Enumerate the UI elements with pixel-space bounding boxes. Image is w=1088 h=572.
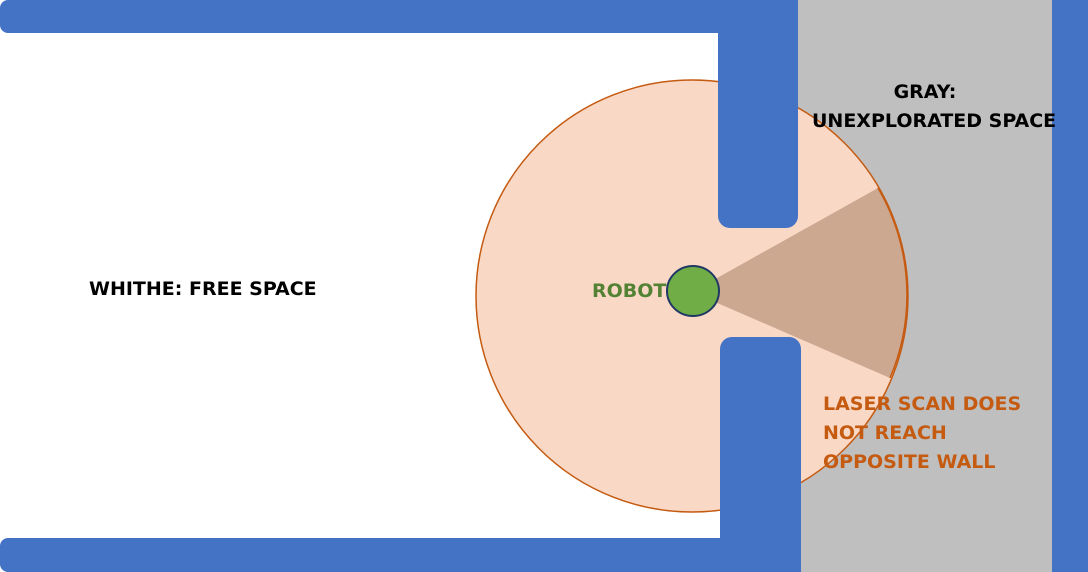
free-space-label: WHITHE: FREE SPACE — [89, 278, 317, 300]
laser-note-line-3: OPPOSITE WALL — [823, 451, 996, 473]
laser-beam-arc — [877, 187, 908, 379]
robot-label: ROBOT — [592, 280, 667, 302]
laser-note-line-2: NOT REACH — [823, 422, 947, 444]
upper-door-wall-top — [718, 0, 798, 40]
bottom-wall-square-end — [760, 538, 801, 572]
robot-marker — [666, 265, 720, 317]
bottom-wall — [0, 538, 801, 572]
unexplored-label-line-1: GRAY: — [893, 81, 957, 103]
right-wall — [1052, 0, 1088, 572]
upper-door-wall — [718, 0, 798, 228]
unexplored-space-label: GRAY: UNEXPLORATED SPACE — [812, 78, 1057, 136]
laser-scan-note: LASER SCAN DOES NOT REACH OPPOSITE WALL — [823, 390, 1021, 477]
laser-note-line-1: LASER SCAN DOES — [823, 393, 1022, 415]
unexplored-label-line-2: UNEXPLORATED SPACE — [812, 110, 1057, 132]
lower-door-wall — [720, 337, 801, 572]
top-wall — [0, 0, 798, 33]
laser-beam-wedge — [692, 188, 907, 378]
